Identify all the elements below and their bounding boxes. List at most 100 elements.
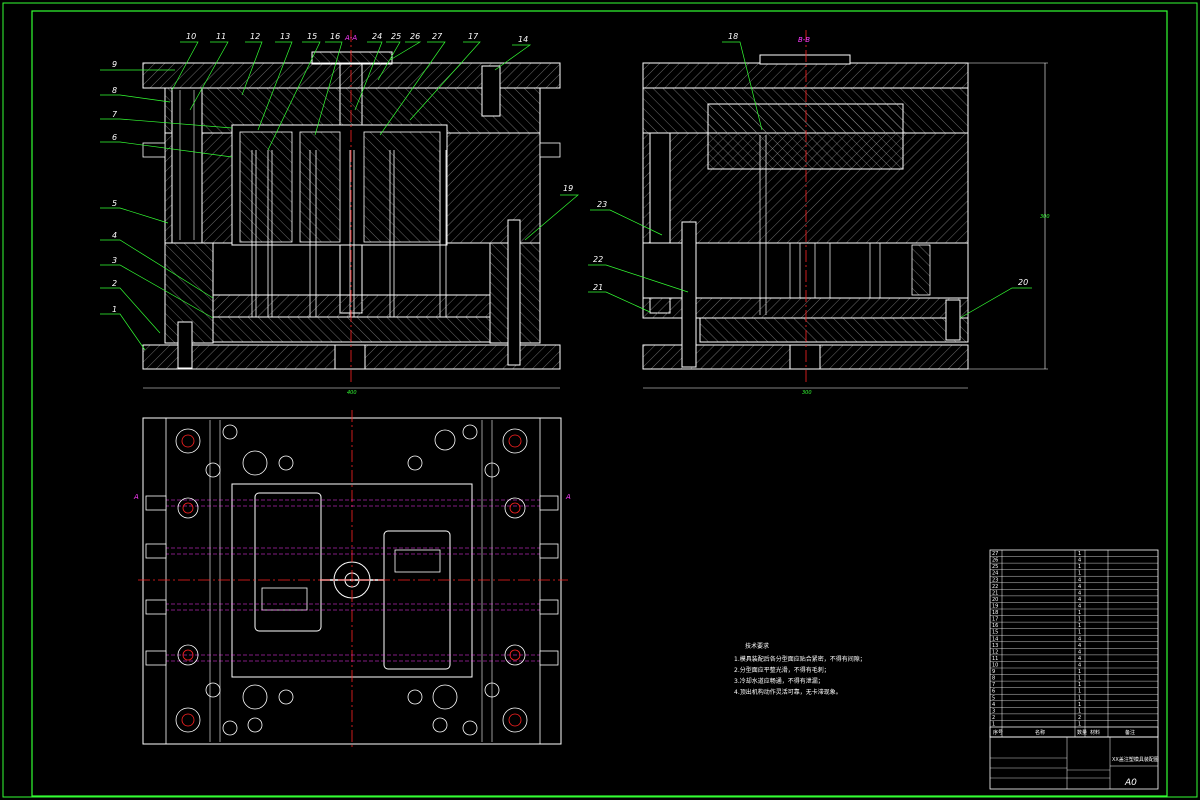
- part-number: 15: [307, 32, 317, 41]
- part-labels-left: 9 8 7 6 5 4 3 2 1 10 11 12 13 15 16 24 2…: [100, 32, 579, 351]
- part-number: 17: [468, 32, 479, 41]
- part-number: 24: [372, 32, 382, 41]
- notes-title: 技术要求: [745, 642, 769, 650]
- bom-row-qty: 1: [1078, 702, 1081, 708]
- bom-row-number: 6: [992, 689, 995, 695]
- bom-row-qty: 1: [1078, 630, 1081, 636]
- bom-row-qty: 1: [1078, 623, 1081, 629]
- bom-row-number: 22: [992, 584, 998, 590]
- part-number: 12: [250, 32, 260, 41]
- bom-row-qty: 4: [1078, 636, 1081, 642]
- section-label-a: A-A: [344, 34, 357, 42]
- bom-row-qty: 1: [1078, 617, 1081, 623]
- bom-row-number: 12: [992, 649, 998, 655]
- part-number: 27: [432, 32, 443, 41]
- bottom-screw: [177, 321, 193, 369]
- part-number: 5: [112, 199, 117, 208]
- technical-notes: 技术要求 1.模具装配后各分型面应贴合紧密，不得有间隙； 2.分型面应平整光滑，…: [734, 642, 866, 696]
- section-view-b: 300 300 B-B: [642, 30, 1050, 396]
- bom-row-qty: 4: [1078, 584, 1081, 590]
- bom-row-qty: 1: [1078, 571, 1081, 577]
- sheet-size: A0: [1124, 778, 1137, 788]
- ejector-pins: [251, 150, 447, 317]
- cavity-outline-left: [254, 492, 322, 632]
- note-line: 4.顶出机构动作灵活可靠，无卡滞现象。: [734, 688, 842, 696]
- bom-row-qty: 4: [1078, 663, 1081, 669]
- part-number: 9: [112, 60, 117, 69]
- bom-row-number: 24: [992, 571, 998, 577]
- support-pillar-b: [681, 221, 697, 368]
- locating-ring: [311, 51, 393, 65]
- bom-row-qty: 1: [1078, 669, 1081, 675]
- bom-row-number: 19: [992, 604, 998, 610]
- part-number: 3: [112, 256, 117, 265]
- bom-row-qty: 2: [1078, 715, 1081, 721]
- part-number: 1: [112, 305, 117, 314]
- bom-row-qty: 1: [1078, 676, 1081, 682]
- section-mark-a: A: [565, 493, 571, 501]
- bom-row-number: 7: [992, 682, 995, 688]
- bom-row-number: 16: [992, 623, 998, 629]
- bom-row-number: 14: [992, 636, 998, 642]
- part-labels-right: 18 23 22 21 20: [588, 32, 1032, 319]
- guide-pillar-left: [171, 87, 203, 244]
- part-number: 11: [216, 32, 226, 41]
- bom-row-qty: 4: [1078, 590, 1081, 596]
- bom-row-number: 13: [992, 643, 998, 649]
- header-label: 数量: [1077, 729, 1087, 736]
- bom-row-number: 15: [992, 630, 998, 636]
- bom-row-qty: 1: [1078, 722, 1081, 728]
- part-number: 26: [410, 32, 420, 41]
- part-number: 23: [597, 200, 607, 209]
- bom-row-qty: 4: [1078, 597, 1081, 603]
- bom-row-number: 1: [992, 722, 995, 728]
- bom-row-number: 23: [992, 577, 998, 583]
- bom-row-qty: 1: [1078, 708, 1081, 714]
- part-number: 6: [112, 133, 117, 142]
- note-line: 1.模具装配后各分型面应贴合紧密，不得有间隙；: [734, 655, 866, 663]
- part-number: 20: [1018, 278, 1028, 287]
- part-number: 19: [563, 184, 573, 193]
- part-number: 14: [518, 35, 528, 44]
- bom-row-number: 4: [992, 702, 995, 708]
- section-view-a: 400 A-A: [142, 30, 561, 396]
- socket-screw: [481, 65, 501, 117]
- section-mark-a: A: [133, 493, 139, 501]
- bom-row-number: 18: [992, 610, 998, 616]
- bom-row-number: 8: [992, 676, 995, 682]
- bom-row-qty: 1: [1078, 689, 1081, 695]
- bom-row-qty: 1: [1078, 564, 1081, 570]
- bom-row-number: 10: [992, 663, 998, 669]
- part-number: 13: [280, 32, 290, 41]
- bom-row-qty: 1: [1078, 695, 1081, 701]
- bom-row-number: 2: [992, 715, 995, 721]
- bom-row-number: 9: [992, 669, 995, 675]
- part-number: 8: [112, 86, 117, 95]
- bom-row-number: 26: [992, 558, 998, 564]
- bom-row-qty: 1: [1078, 551, 1081, 557]
- section-label-b: B-B: [798, 36, 810, 44]
- height-dimension-b: 300: [1040, 214, 1050, 220]
- bom-row-qty: 4: [1078, 604, 1081, 610]
- part-number: 4: [112, 231, 117, 240]
- cavity-outline-right: [383, 530, 451, 670]
- part-number: 22: [593, 255, 603, 264]
- width-dimension-b: 300: [802, 390, 812, 396]
- bom-row-number: 11: [992, 656, 998, 662]
- cooling-fittings-a: [142, 142, 561, 158]
- support-pillar: [507, 219, 521, 366]
- ejector-retainer-plate: [212, 294, 491, 318]
- plan-view: A A: [133, 410, 571, 748]
- bom-row-qty: 4: [1078, 643, 1081, 649]
- bom-row-number: 27: [992, 551, 998, 557]
- part-number: 2: [112, 279, 117, 288]
- header-label: 名称: [1035, 729, 1045, 736]
- bom-row-qty: 4: [1078, 577, 1081, 583]
- note-line: 2.分型面应平整光滑，不得有毛刺；: [734, 666, 830, 674]
- bom-row-number: 20: [992, 597, 998, 603]
- part-number: 10: [186, 32, 196, 41]
- note-line: 3.冷却水道应畅通，不得有泄漏；: [734, 677, 824, 685]
- bom-row-number: 21: [992, 590, 998, 596]
